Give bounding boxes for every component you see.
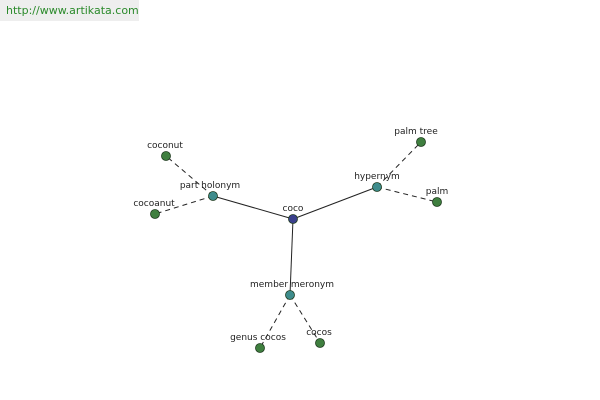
- node-member-meronym[interactable]: [285, 290, 295, 300]
- label-part-holonym[interactable]: part holonym: [180, 181, 240, 191]
- graph-labels: coco part holonym coconut cocoanut hypernym p…: [133, 127, 448, 343]
- node-cocoanut[interactable]: [150, 209, 160, 219]
- node-coconut[interactable]: [161, 151, 171, 161]
- label-hypernym[interactable]: hypernym: [354, 172, 400, 182]
- edge-hypernym-palm-tree: [376, 141, 422, 188]
- node-genus-cocos[interactable]: [255, 343, 265, 353]
- label-coconut[interactable]: coconut: [147, 141, 183, 151]
- node-palm-tree[interactable]: [416, 137, 426, 147]
- label-member-meronym[interactable]: member meronym: [250, 280, 334, 290]
- edge-part-holonym-coconut: [165, 155, 214, 197]
- node-hypernym[interactable]: [372, 182, 382, 192]
- graph-edges: [154, 141, 438, 349]
- label-palm[interactable]: palm: [426, 187, 449, 197]
- edge-coco-member-meronym: [289, 218, 294, 296]
- label-coco[interactable]: coco: [283, 204, 304, 214]
- edge-member-meronym-cocos: [289, 294, 321, 344]
- label-cocos[interactable]: cocos: [306, 328, 332, 338]
- edge-coco-hypernym: [292, 186, 378, 220]
- node-coco[interactable]: [288, 214, 298, 224]
- label-genus-cocos[interactable]: genus cocos: [230, 333, 286, 343]
- source-url-link[interactable]: http://www.artikata.com: [6, 4, 139, 17]
- source-url-bar: http://www.artikata.com: [0, 0, 139, 21]
- edge-hypernym-palm: [376, 186, 438, 203]
- node-part-holonym[interactable]: [208, 191, 218, 201]
- node-cocos[interactable]: [315, 338, 325, 348]
- edge-member-meronym-genus-cocos: [259, 294, 291, 349]
- label-cocoanut[interactable]: cocoanut: [133, 199, 175, 209]
- edge-coco-part-holonym: [212, 195, 294, 220]
- edge-part-holonym-cocoanut: [154, 195, 214, 215]
- label-palm-tree[interactable]: palm tree: [394, 127, 438, 137]
- graph-nodes: [150, 137, 442, 353]
- node-palm[interactable]: [432, 197, 442, 207]
